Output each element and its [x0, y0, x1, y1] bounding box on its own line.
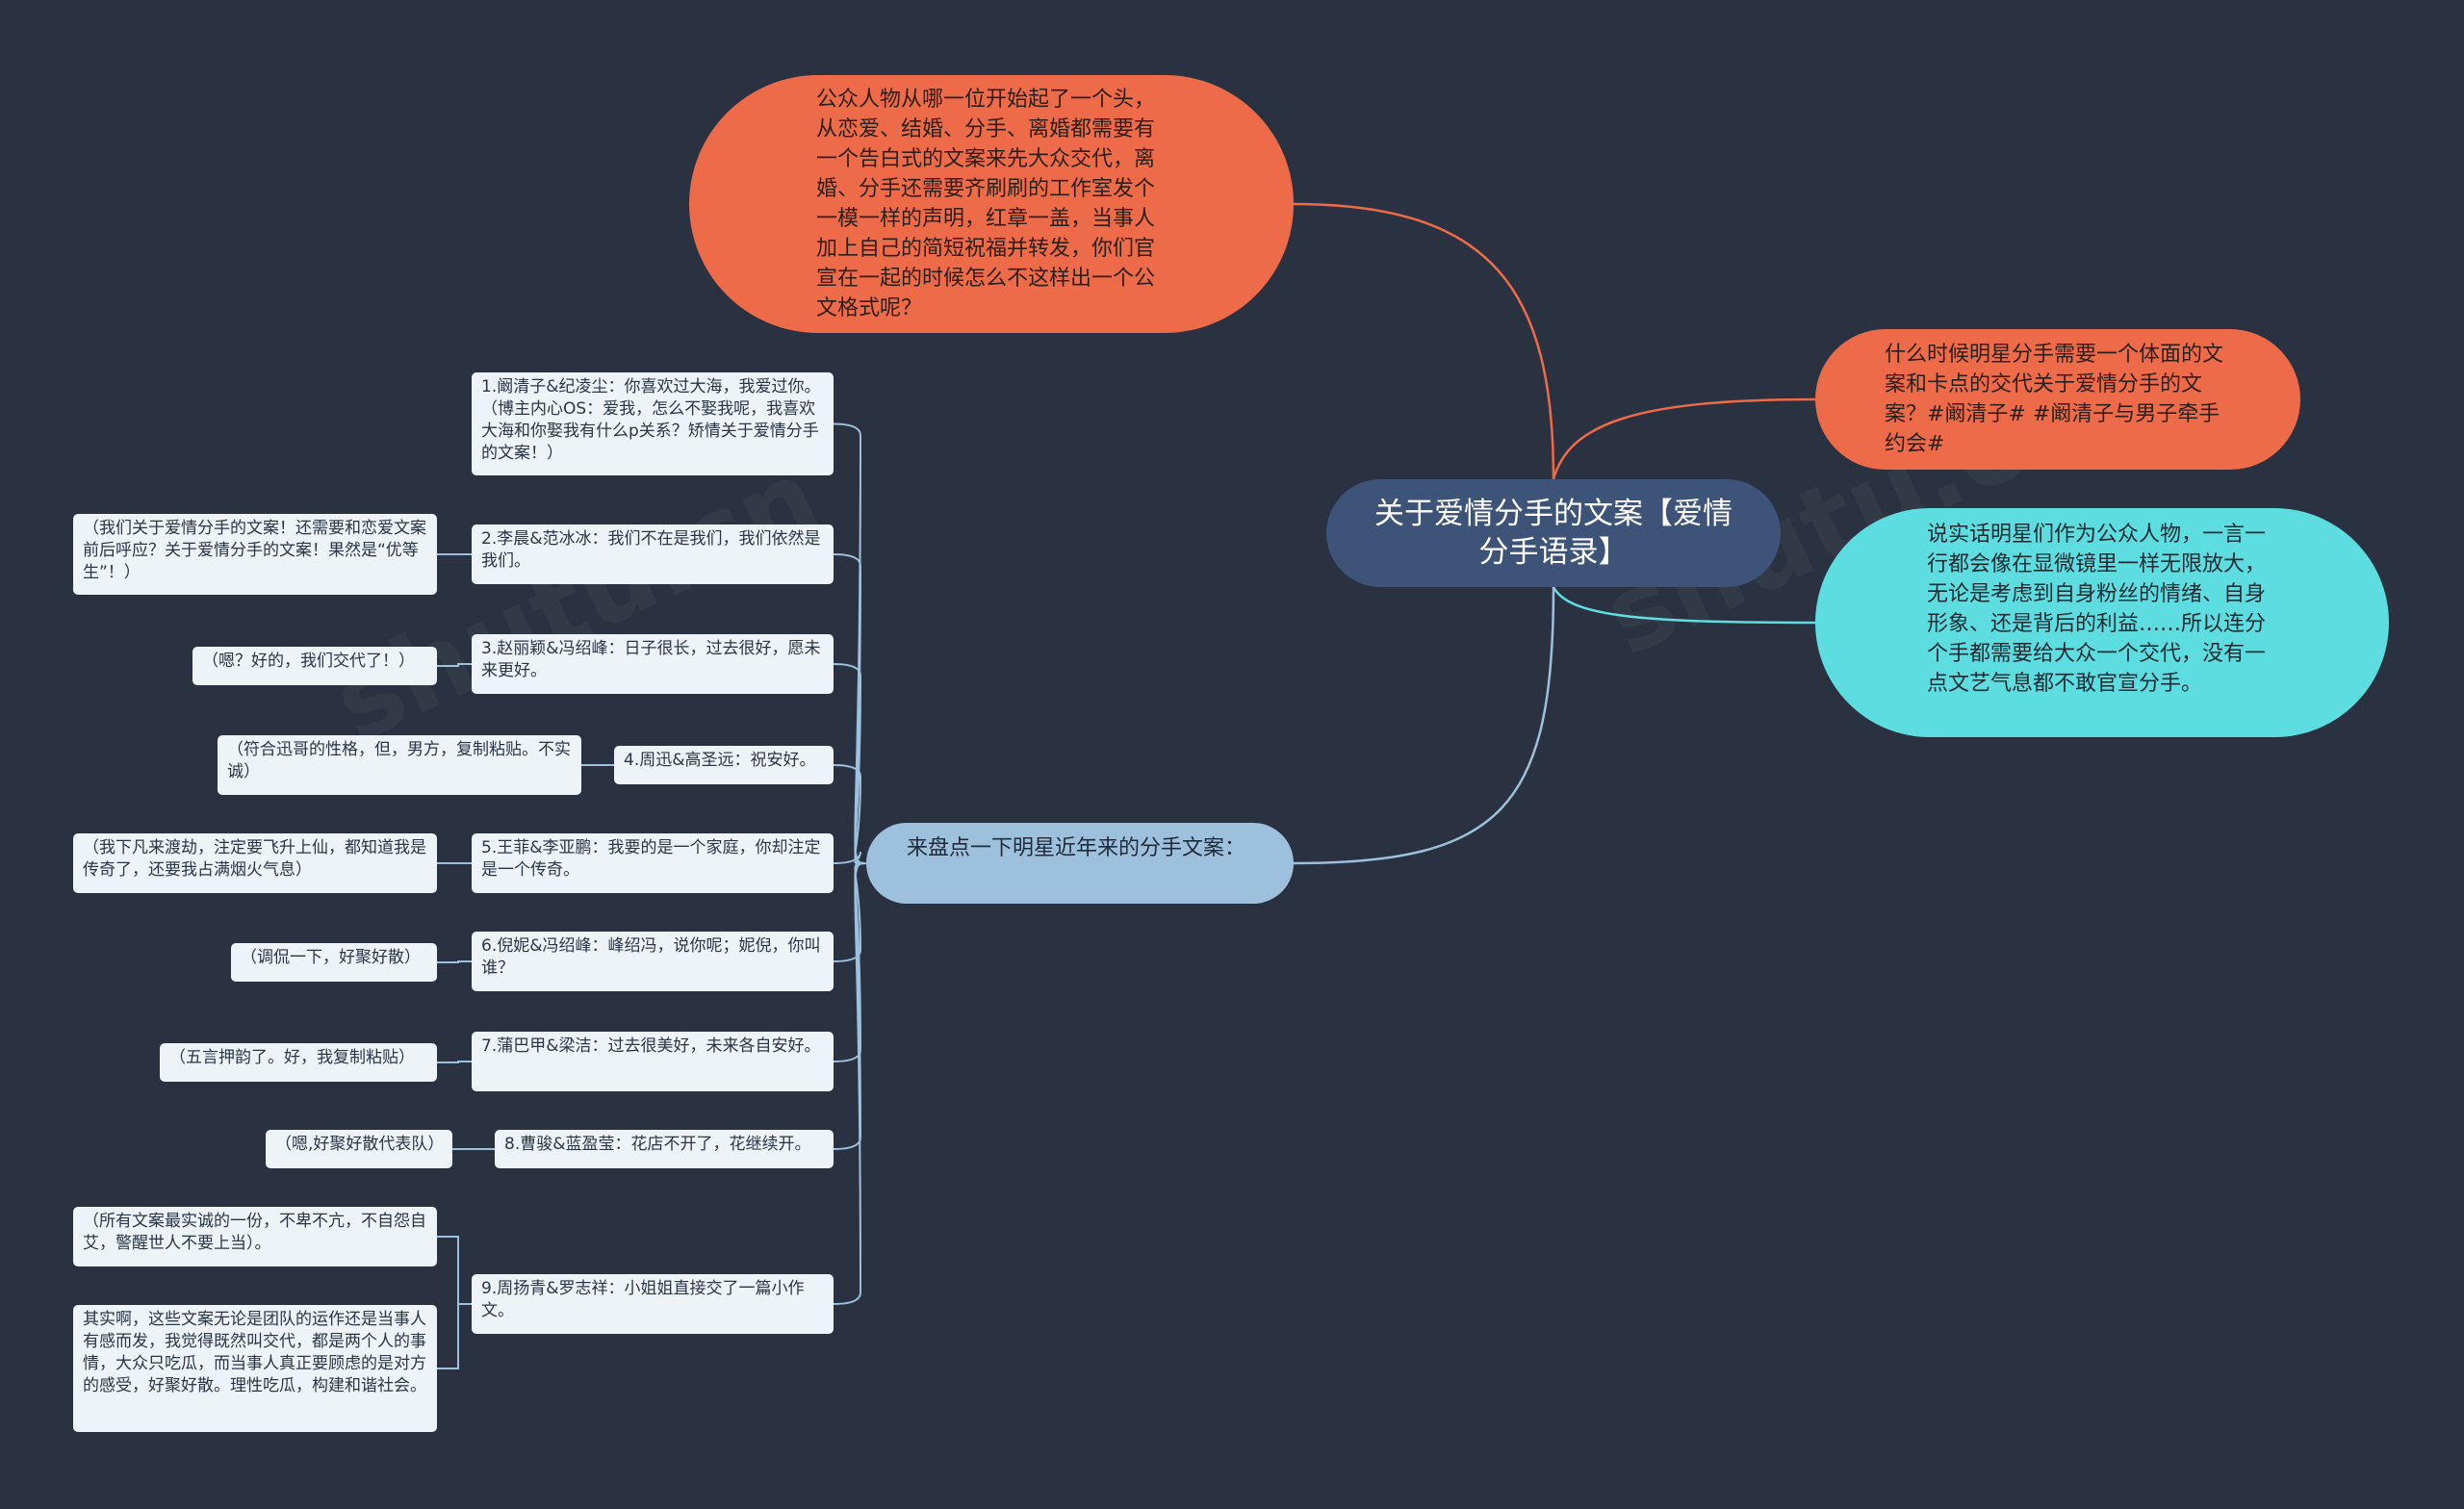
link-center-right2: [1552, 586, 1816, 625]
note-text: （所有文案最实诚的一份，不卑不亢，不自怨自艾，警醒世人不要上当）。: [83, 1212, 426, 1253]
leaf-text: 9.周扬青&罗志祥：小姐姐直接交了一篇小作文。: [481, 1279, 805, 1320]
note-text: （嗯,好聚好散代表队）: [275, 1135, 445, 1154]
leaf-item[interactable]: 3.赵丽颖&冯绍峰：日子很长，过去很好，愿未来更好。: [472, 634, 834, 694]
link-branch-leaf: [833, 851, 867, 864]
leaf-text: 7.蒲巴甲&梁洁：过去很美好，未来各自安好。: [481, 1036, 821, 1056]
link-leaf-note: [437, 1236, 472, 1305]
note-text: （我们关于爱情分手的文案！还需要和恋爱文案前后呼应？关于爱情分手的文案！果然是“…: [83, 519, 426, 582]
link-branch-leaf: [833, 862, 867, 1062]
leaf-item[interactable]: 8.曹骏&蓝盈莹：花店不开了，花继续开。: [495, 1130, 834, 1168]
link-branch-leaf: [833, 862, 867, 1150]
leaf-text: 1.阚清子&纪凌尘：你喜欢过大海，我爱过你。（博主内心OS：爱我，怎么不娶我呢，…: [481, 377, 821, 463]
leaf-text: 6.倪妮&冯绍峰：峰绍冯，说你呢；妮倪，你叫谁？: [481, 936, 821, 978]
link-branch-leaf: [833, 663, 867, 864]
link-branch-leaf: [833, 862, 867, 962]
note-text: （我下凡来渡劫，注定要飞升上仙，都知道我是传奇了，还要我占满烟火气息）: [83, 838, 426, 880]
topic-text: 什么时候明星分手需要一个体面的文案和卡点的交代关于爱情分手的文案？#阚清子#󠄀 …: [1885, 343, 2224, 456]
note-text: （五言押韵了。好，我复制粘贴）: [169, 1048, 415, 1067]
note-item[interactable]: （符合迅哥的性格，但，男方，复制粘贴。不实诚）: [218, 735, 581, 795]
link-leaf-note: [437, 1061, 472, 1063]
note-item[interactable]: 其实啊，这些文案无论是团队的运作还是当事人有感而发，我觉得既然叫交代，都是两个人…: [73, 1305, 437, 1432]
leaf-text: 8.曹骏&蓝盈莹：花店不开了，花继续开。: [504, 1135, 811, 1154]
link-branch-leaf: [833, 764, 867, 864]
link-center-top: [1293, 202, 1555, 480]
central-topic-text: 关于爱情分手的文案【爱情分手语录】: [1374, 497, 1732, 570]
leaf-text: 3.赵丽颖&冯绍峰：日子很长，过去很好，愿未来更好。: [481, 639, 821, 680]
note-item[interactable]: （调侃一下，好聚好散）: [231, 943, 437, 982]
link-branch-leaf: [833, 553, 867, 864]
leaf-text: 4.周迅&高圣远：祝安好。: [624, 751, 816, 770]
topic-branch-breakups[interactable]: 来盘点一下明星近年来的分手文案：: [866, 823, 1294, 904]
note-text: （符合迅哥的性格，但，男方，复制粘贴。不实诚）: [227, 740, 571, 781]
topic-text: 说实话明星们作为公众人物，一言一行都会像在显微镜里一样无限放大，无论是考虑到自身…: [1927, 523, 2267, 696]
link-branch-leaf: [833, 862, 867, 1305]
link-leaf-note: [437, 960, 472, 963]
note-item[interactable]: （五言押韵了。好，我复制粘贴）: [160, 1043, 437, 1082]
topic-right-question[interactable]: 什么时候明星分手需要一个体面的文案和卡点的交代关于爱情分手的文案？#阚清子#󠄀 …: [1815, 329, 2300, 470]
link-branch-leaf: [833, 422, 867, 864]
note-text: 其实啊，这些文案无论是团队的运作还是当事人有感而发，我觉得既然叫交代，都是两个人…: [83, 1310, 426, 1395]
note-item[interactable]: （我们关于爱情分手的文案！还需要和恋爱文案前后呼应？关于爱情分手的文案！果然是“…: [73, 514, 437, 595]
leaf-item[interactable]: 6.倪妮&冯绍峰：峰绍冯，说你呢；妮倪，你叫谁？: [472, 932, 834, 991]
note-item[interactable]: （所有文案最实诚的一份，不卑不亢，不自怨自艾，警醒世人不要上当）。: [73, 1207, 437, 1266]
leaf-item[interactable]: 1.阚清子&纪凌尘：你喜欢过大海，我爱过你。（博主内心OS：爱我，怎么不娶我呢，…: [472, 372, 834, 475]
leaf-item[interactable]: 7.蒲巴甲&梁洁：过去很美好，未来各自安好。: [472, 1032, 834, 1091]
topic-top-intro[interactable]: 公众人物从哪一位开始起了一个头，从恋爱、结婚、分手、离婚都需要有一个告白式的文案…: [689, 75, 1294, 333]
topic-text: 来盘点一下明星近年来的分手文案：: [907, 836, 1246, 860]
note-item[interactable]: （嗯？好的，我们交代了！）: [192, 647, 437, 685]
leaf-item[interactable]: 2.李晨&范冰冰：我们不在是我们，我们依然是我们。: [472, 524, 834, 584]
leaf-text: 5.王菲&李亚鹏：我要的是一个家庭，你却注定是一个传奇。: [481, 838, 821, 880]
link-center-right1: [1552, 397, 1816, 480]
note-text: （调侃一下，好聚好散）: [241, 948, 421, 967]
link-center-branch: [1293, 586, 1555, 865]
central-topic[interactable]: 关于爱情分手的文案【爱情分手语录】: [1326, 479, 1781, 587]
leaf-text: 2.李晨&范冰冰：我们不在是我们，我们依然是我们。: [481, 529, 821, 571]
link-leaf-note: [437, 1303, 472, 1369]
leaf-item[interactable]: 4.周迅&高圣远：祝安好。: [614, 746, 834, 784]
link-leaf-note: [437, 663, 472, 667]
leaf-item[interactable]: 5.王菲&李亚鹏：我要的是一个家庭，你却注定是一个传奇。: [472, 833, 834, 893]
topic-right-explanation[interactable]: 说实话明星们作为公众人物，一言一行都会像在显微镜里一样无限放大，无论是考虑到自身…: [1815, 508, 2389, 737]
note-item[interactable]: （我下凡来渡劫，注定要飞升上仙，都知道我是传奇了，还要我占满烟火气息）: [73, 833, 437, 893]
note-item[interactable]: （嗯,好聚好散代表队）: [266, 1130, 452, 1168]
topic-text: 公众人物从哪一位开始起了一个头，从恋爱、结婚、分手、离婚都需要有一个告白式的文案…: [816, 88, 1156, 320]
note-text: （嗯？好的，我们交代了！）: [202, 652, 415, 671]
leaf-item[interactable]: 9.周扬青&罗志祥：小姐姐直接交了一篇小作文。: [472, 1274, 834, 1334]
